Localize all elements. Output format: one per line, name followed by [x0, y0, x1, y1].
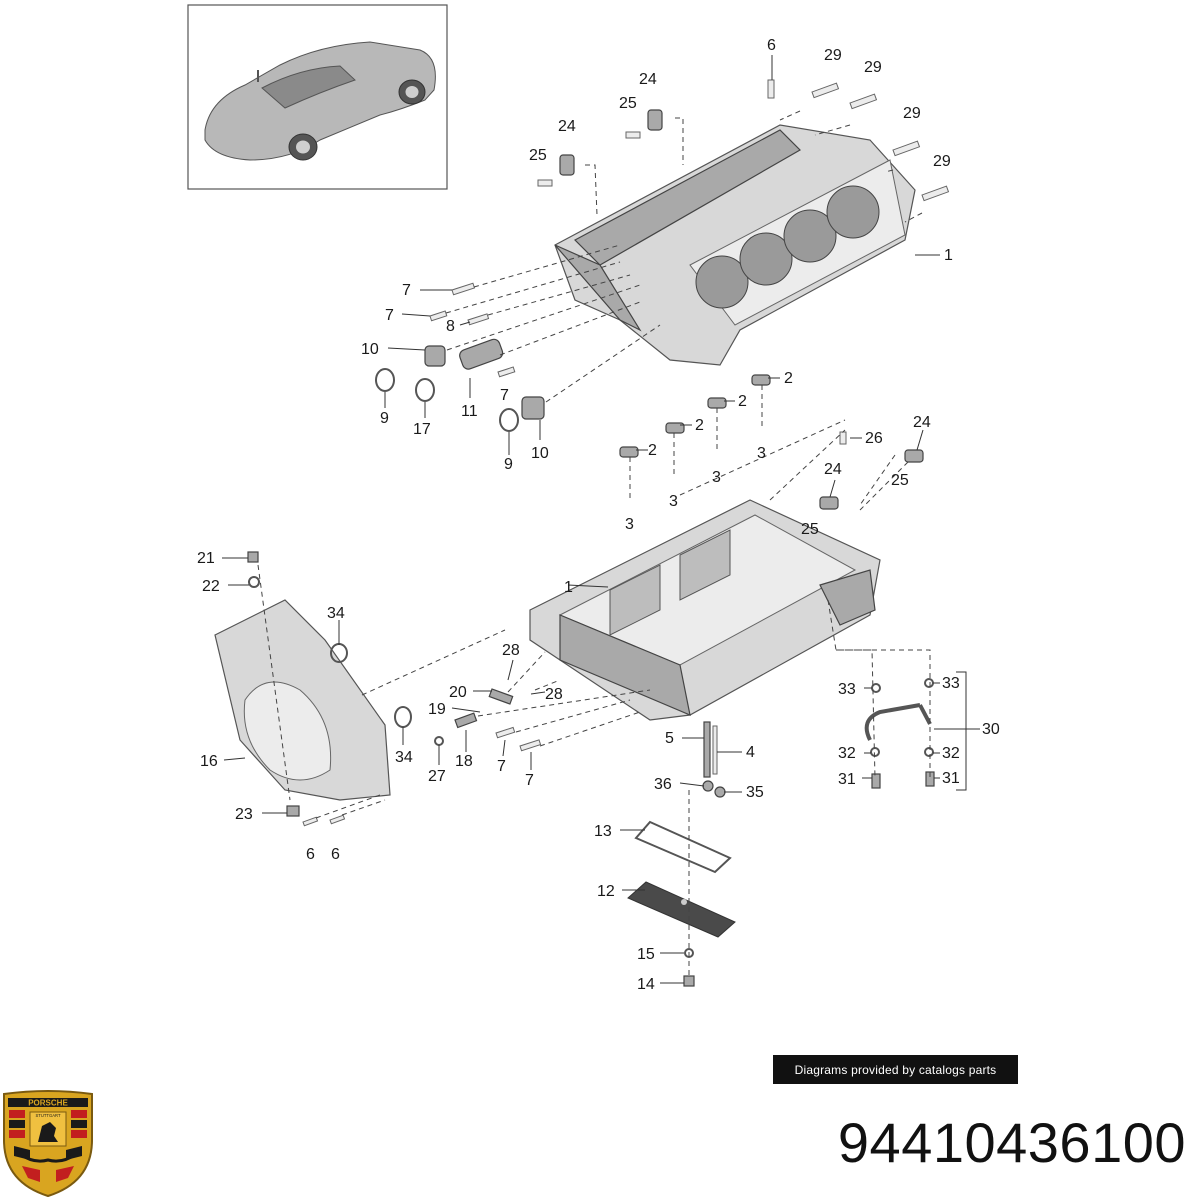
leader-lines — [222, 55, 980, 984]
brand-crest-logo: PORSCHE STUTTGART — [3, 1090, 93, 1198]
callout: 28 — [545, 686, 563, 703]
callout: 3 — [757, 445, 766, 462]
diagram-credit-badge: Diagrams provided by catalogs parts — [773, 1055, 1018, 1084]
callout: 33 — [942, 675, 960, 692]
callout: 14 — [637, 976, 655, 993]
callout: 7 — [525, 772, 534, 789]
crest-wordmark: PORSCHE — [28, 1099, 68, 1108]
callout: 31 — [942, 770, 960, 787]
callout: 18 — [455, 753, 473, 770]
callout: 20 — [449, 684, 467, 701]
callout: 29 — [933, 153, 951, 170]
sensor-brackets-top — [537, 79, 775, 187]
oil-pan-gasket — [634, 820, 732, 874]
callout: 6 — [306, 846, 315, 863]
callout: 32 — [942, 745, 960, 762]
callout: 25 — [801, 521, 819, 538]
callout: 6 — [331, 846, 340, 863]
callout: 25 — [619, 95, 637, 112]
callout: 34 — [327, 605, 345, 622]
bushings-and-orings — [375, 282, 545, 432]
upper-crankcase — [554, 124, 916, 366]
callout: 9 — [380, 410, 389, 427]
callout: 7 — [385, 307, 394, 324]
callout: 25 — [891, 472, 909, 489]
vehicle-thumbnail — [187, 4, 448, 190]
callout: 1 — [944, 247, 953, 264]
callout: 9 — [504, 456, 513, 473]
callout: 16 — [200, 753, 218, 770]
callout: 30 — [982, 721, 1000, 738]
callout: 19 — [428, 701, 446, 718]
oil-pipe-assembly — [864, 678, 935, 789]
callout: 29 — [824, 47, 842, 64]
callout: 3 — [712, 469, 721, 486]
callout: 4 — [746, 744, 755, 761]
assembly-lines — [257, 110, 931, 976]
callout: 7 — [497, 758, 506, 775]
callout: 12 — [597, 883, 615, 900]
callout: 3 — [669, 493, 678, 510]
callout: 8 — [446, 318, 455, 335]
callout: 24 — [824, 461, 842, 478]
callout: 23 — [235, 806, 253, 823]
crest-city-text: STUTTGART — [35, 1113, 60, 1118]
callout: 28 — [502, 642, 520, 659]
callout: 7 — [402, 282, 411, 299]
callout: 5 — [665, 730, 674, 747]
callout: 25 — [529, 147, 547, 164]
callout: 29 — [903, 105, 921, 122]
callout: 2 — [648, 442, 657, 459]
callout: 36 — [654, 776, 672, 793]
callout: 2 — [784, 370, 793, 387]
callout: 2 — [695, 417, 704, 434]
callout: 21 — [197, 550, 215, 567]
callout: 6 — [767, 37, 776, 54]
oil-pan-cover — [627, 881, 736, 938]
callout: 24 — [913, 414, 931, 431]
dowel-pins — [811, 82, 950, 202]
callout: 29 — [864, 59, 882, 76]
callout: 35 — [746, 784, 764, 801]
callout: 27 — [428, 768, 446, 785]
callout: 15 — [637, 946, 655, 963]
small-fasteners — [302, 688, 542, 827]
callout: 26 — [865, 430, 883, 447]
callout: 11 — [461, 403, 478, 420]
part-number: 94410436100 — [837, 1111, 1186, 1174]
callout: 33 — [838, 681, 856, 698]
callout: 32 — [838, 745, 856, 762]
callout: 17 — [413, 421, 431, 438]
callout: 24 — [639, 71, 657, 88]
piston-oil-jets — [619, 374, 771, 500]
level-sensor-parts — [702, 721, 726, 798]
callout: 13 — [594, 823, 612, 840]
callout: 3 — [625, 516, 634, 533]
callout: 22 — [202, 578, 220, 595]
callout: 7 — [500, 387, 509, 404]
callout: 10 — [531, 445, 549, 462]
credit-text: Diagrams provided by catalogs parts — [794, 1062, 997, 1077]
callout: 1 — [564, 579, 573, 596]
callout: 31 — [838, 771, 856, 788]
callout: 2 — [738, 393, 747, 410]
timing-cover — [214, 551, 412, 817]
sensor-brackets-right — [819, 431, 924, 510]
callout: 10 — [361, 341, 379, 358]
callout: 34 — [395, 749, 413, 766]
callout: 24 — [558, 118, 576, 135]
callout-labels: 6 29 29 29 29 24 25 24 25 1 7 7 8 10 7 9… — [197, 37, 1000, 993]
lower-crankcase — [529, 499, 881, 721]
